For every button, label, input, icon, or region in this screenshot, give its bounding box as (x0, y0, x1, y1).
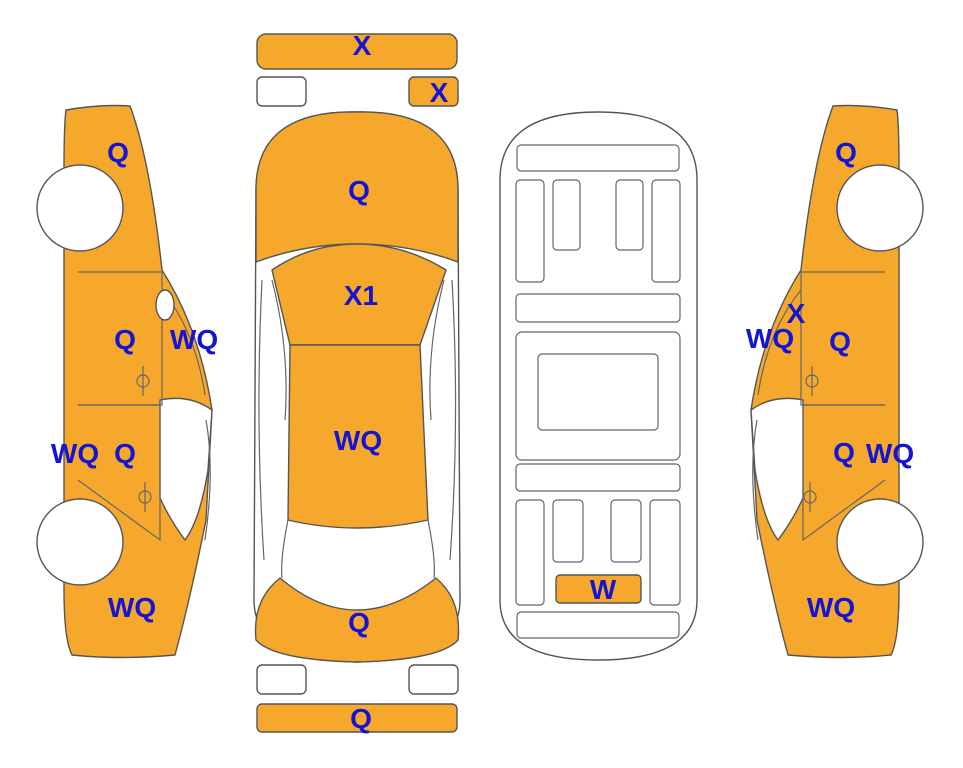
left-door-rear-outline (77, 404, 161, 542)
right-rear-door-outer-label: WQ (866, 438, 914, 469)
left-front-handle-icon (136, 366, 150, 396)
hood-panel[interactable] (255, 111, 459, 264)
front-bumper-label: X (353, 30, 372, 61)
right-rear-wheel (836, 498, 924, 586)
underbody-view (499, 111, 698, 661)
left-a-pillar-label: WQ (170, 324, 218, 355)
trunk-panel[interactable] (254, 577, 460, 663)
floor-spare-panel[interactable] (555, 574, 642, 604)
rear-bumper-label: Q (350, 703, 372, 734)
left-rear-handle-icon (138, 482, 152, 512)
right-rear-door-label: Q (833, 437, 855, 468)
underbody-outline (499, 111, 698, 661)
hood-label: Q (348, 175, 370, 206)
left-front-fender-label: Q (107, 137, 129, 168)
rear-bumper-panel[interactable] (256, 703, 458, 733)
left-front-wheel (36, 164, 124, 252)
left-window (159, 397, 213, 542)
floor-spare-label: W (590, 574, 617, 605)
damage-labels: X X Q X1 WQ Q Q W Q Q WQ WQ Q WQ Q X WQ … (51, 30, 914, 734)
left-rear-quarter-label: WQ (108, 592, 156, 623)
front-right-small-label: X (430, 77, 449, 108)
windshield-panel[interactable] (271, 243, 447, 346)
rear-right-small-panel[interactable] (408, 664, 459, 695)
rear-left-small-panel[interactable] (256, 664, 307, 695)
front-left-small-panel[interactable] (256, 76, 307, 107)
roof-label: WQ (334, 425, 382, 456)
windshield-label: X1 (344, 280, 378, 311)
front-bumper-panel[interactable] (256, 33, 458, 70)
right-a-pillar-label: X (787, 298, 806, 329)
right-rear-handle-icon (803, 482, 817, 512)
right-front-door-label: Q (829, 326, 851, 357)
right-front-wheel (836, 164, 924, 252)
left-side-view (36, 104, 213, 659)
left-rear-door-outer-label: WQ (51, 438, 99, 469)
left-front-door-label: Q (114, 324, 136, 355)
front-right-small-panel[interactable] (408, 76, 459, 107)
left-mirror (155, 289, 175, 321)
right-front-door-outer-label: WQ (746, 323, 794, 354)
roof-panel[interactable] (287, 344, 429, 529)
trunk-label: Q (348, 607, 370, 638)
right-rear-quarter-label: WQ (807, 592, 855, 623)
right-front-handle-icon (805, 366, 819, 396)
right-side-view (750, 104, 924, 659)
left-rear-wheel (36, 498, 124, 586)
left-rear-door-label: Q (114, 438, 136, 469)
right-front-fender-label: Q (835, 137, 857, 168)
right-window (750, 397, 804, 542)
top-view (253, 33, 461, 733)
